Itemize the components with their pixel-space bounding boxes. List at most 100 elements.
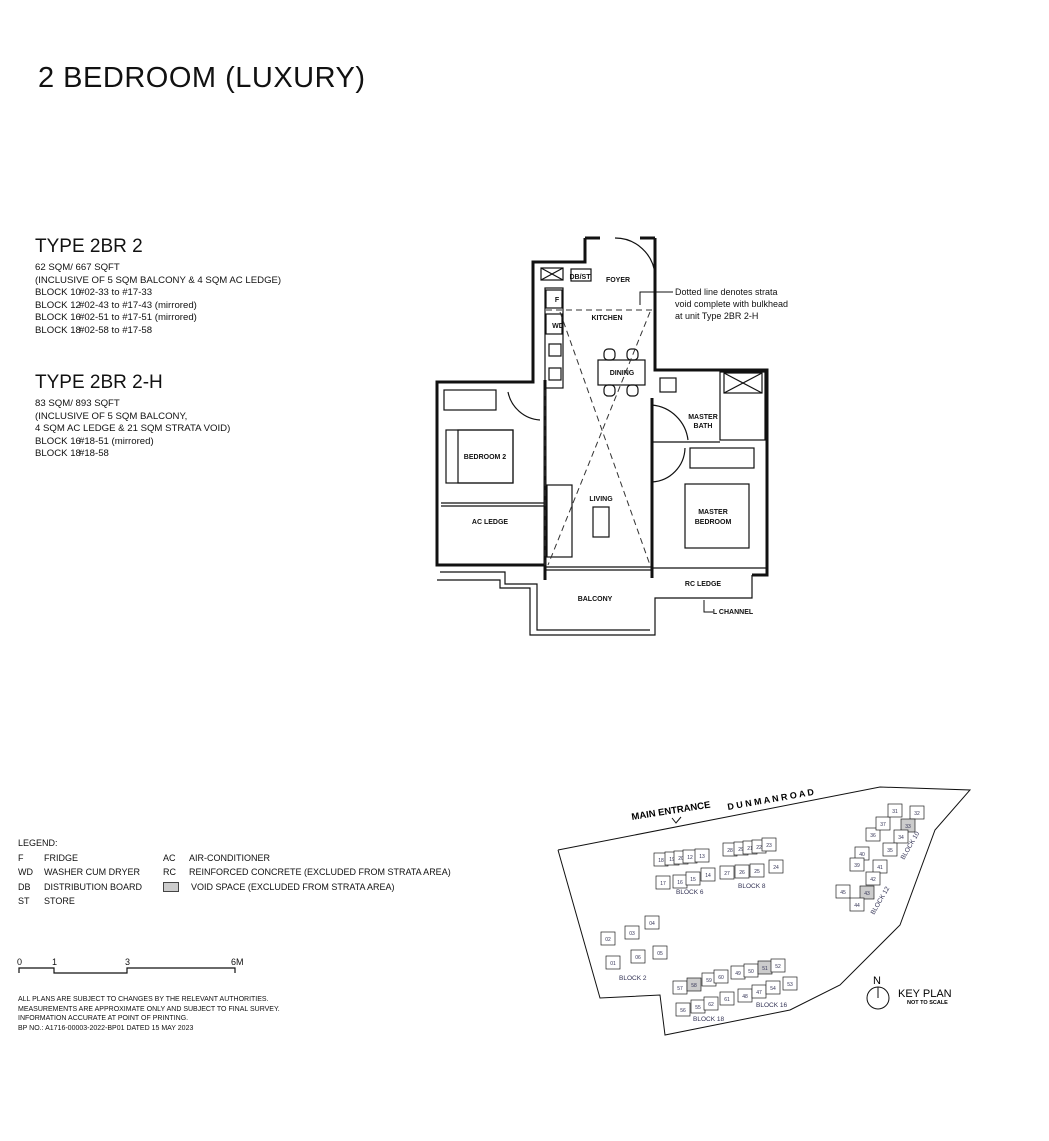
svg-text:27: 27 [724, 871, 730, 877]
svg-text:02: 02 [605, 937, 611, 943]
key-plan-unit: 14 [700, 867, 716, 882]
svg-text:40: 40 [859, 852, 865, 858]
svg-text:13: 13 [699, 854, 705, 860]
key-plan-unit: 32 [909, 805, 925, 820]
svg-text:18: 18 [658, 858, 664, 864]
north-label: N [873, 975, 881, 987]
svg-text:23: 23 [766, 843, 772, 849]
svg-text:03: 03 [629, 931, 635, 937]
key-plan-unit: 60 [713, 969, 729, 984]
svg-text:58: 58 [691, 983, 697, 989]
svg-text:51: 51 [762, 966, 768, 972]
area: 83 SQM/ 893 SQFT [35, 398, 120, 409]
svg-text:21: 21 [747, 846, 753, 852]
disclaimer: ALL PLANS ARE SUBJECT TO CHANGES BY THE … [18, 996, 280, 1032]
svg-text:33: 33 [905, 824, 911, 830]
key-plan-unit: 23 [761, 837, 777, 852]
room-label-living: LIVING [589, 496, 613, 503]
key-plan-unit: 39 [849, 857, 865, 872]
svg-text:19: 19 [669, 857, 675, 863]
key-plan-unit: 06 [630, 949, 646, 964]
svg-text:12: 12 [687, 855, 693, 861]
block-row: BLOCK 16#02-51 to #17-51 (mirrored) [35, 312, 197, 324]
svg-text:53: 53 [787, 982, 793, 988]
svg-text:35: 35 [887, 848, 893, 854]
svg-text:43: 43 [864, 891, 870, 897]
svg-text:34: 34 [898, 835, 904, 841]
key-plan-unit: 49 [730, 965, 746, 980]
page-title: 2 BEDROOM (LUXURY) [38, 62, 366, 94]
key-plan-unit: 35 [882, 842, 898, 857]
key-plan-unit: 61 [719, 991, 735, 1006]
key-plan-unit: 54 [765, 980, 781, 995]
type-2br-2h-info: TYPE 2BR 2-H 83 SQM/ 893 SQFT (INCLUSIVE… [35, 372, 230, 461]
key-plan-unit: 31 [887, 803, 903, 818]
svg-text:47: 47 [756, 990, 762, 996]
key-plan-unit: 36 [865, 827, 881, 842]
svg-text:62: 62 [708, 1002, 714, 1008]
block-label: BLOCK 18 [693, 1016, 724, 1023]
key-plan-unit: 50 [743, 963, 759, 978]
key-plan-unit: 27 [719, 865, 735, 880]
room-label-kitchen: KITCHEN [591, 315, 622, 322]
svg-text:15: 15 [690, 877, 696, 883]
svg-text:39: 39 [854, 863, 860, 869]
svg-text:57: 57 [677, 986, 683, 992]
key-plan-unit: 34 [893, 829, 909, 844]
block-row: BLOCK 18#02-58 to #17-58 [35, 324, 153, 336]
svg-text:22: 22 [756, 845, 762, 851]
key-plan-unit: 56 [675, 1002, 691, 1017]
key-plan-unit: 52 [770, 958, 786, 973]
key-plan-unit: 01 [605, 955, 621, 970]
scale-tick: 3 [125, 957, 130, 967]
svg-text:60: 60 [718, 975, 724, 981]
room-label-balcony: BALCONY [578, 596, 613, 603]
room-label-ac-ledge: AC LEDGE [472, 519, 509, 526]
svg-text:25: 25 [754, 869, 760, 875]
inclusive-note: (INCLUSIVE OF 5 SQM BALCONY, [35, 410, 188, 422]
key-plan-unit: 44 [849, 897, 865, 912]
wd-label: WD [552, 323, 564, 330]
svg-text:01: 01 [610, 961, 616, 967]
svg-text:42: 42 [870, 877, 876, 883]
scale-tick: 1 [52, 957, 57, 967]
svg-text:56: 56 [680, 1008, 686, 1014]
key-plan-unit: 02 [600, 931, 616, 946]
room-label-dining: DINING [610, 370, 635, 377]
svg-text:16: 16 [677, 880, 683, 886]
block-row: BLOCK 10#02-33 to #17-33 [35, 287, 153, 299]
svg-text:04: 04 [649, 921, 655, 927]
legend-item: VOID SPACE (EXCLUDED FROM STRATA AREA) [163, 880, 451, 895]
block-row: BLOCK 18#18-58 [35, 448, 109, 460]
svg-text:32: 32 [914, 811, 920, 817]
svg-text:29: 29 [738, 847, 744, 853]
svg-text:28: 28 [727, 848, 733, 854]
strata-annotation: at unit Type 2BR 2-H [675, 311, 758, 321]
key-plan-unit: 57 [672, 980, 688, 995]
svg-text:54: 54 [770, 986, 776, 992]
key-plan-unit: 48 [737, 988, 753, 1003]
key-plan-unit: 25 [749, 863, 765, 878]
svg-text:17: 17 [660, 881, 666, 887]
inclusive-note: 4 SQM AC LEDGE & 21 SQM STRATA VOID) [35, 423, 231, 435]
block-row: BLOCK 12#02-43 to #17-43 (mirrored) [35, 299, 197, 311]
room-label-master-bedroom: BEDROOM [695, 519, 732, 526]
svg-text:26: 26 [739, 870, 745, 876]
key-plan-unit: 24 [768, 859, 784, 874]
svg-text:55: 55 [695, 1005, 701, 1011]
key-plan-subtitle: NOT TO SCALE [907, 1000, 948, 1006]
svg-text:24: 24 [773, 865, 779, 871]
svg-text:48: 48 [742, 994, 748, 1000]
key-plan-unit: 55 [690, 999, 706, 1014]
svg-text:52: 52 [775, 964, 781, 970]
svg-text:50: 50 [748, 969, 754, 975]
svg-text:45: 45 [840, 890, 846, 896]
